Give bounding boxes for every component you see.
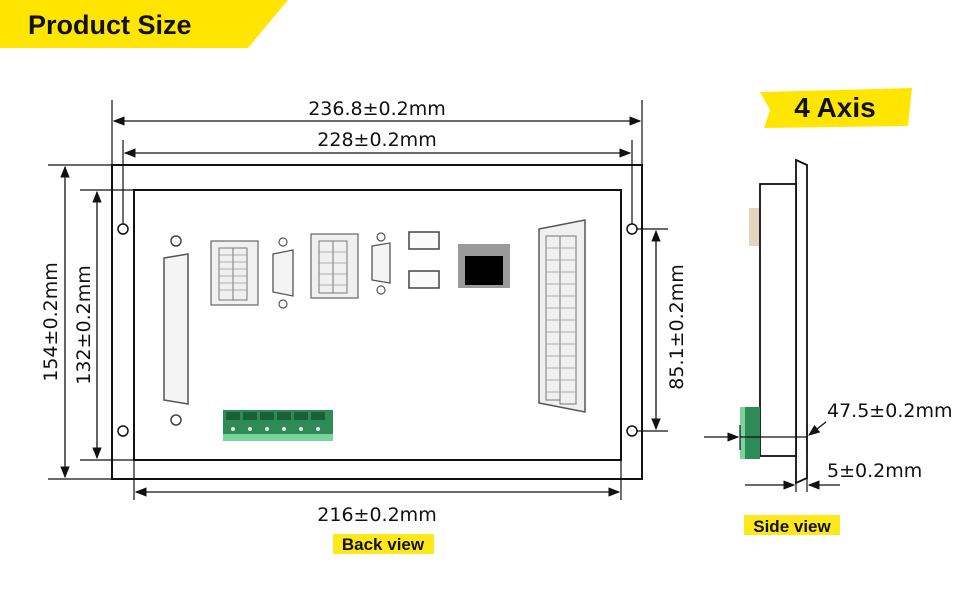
side-terminal-edge: [740, 407, 745, 459]
badge-label: 4 Axis: [794, 92, 875, 123]
switch-top: [408, 231, 440, 250]
db-connector-large: [163, 253, 189, 405]
side-view-caption: Side view: [753, 517, 831, 536]
mount-hole: [626, 425, 638, 437]
dim-bottom-width: 216±0.2mm: [317, 504, 436, 526]
ethernet-socket: [465, 256, 503, 285]
db-connector-small: [371, 242, 391, 284]
caption-highlight: [333, 534, 434, 554]
db-connector-small: [272, 249, 294, 297]
mount-hole: [626, 223, 638, 235]
connector-block-2: [310, 233, 359, 299]
dim-hole-spacing: 85.1±0.2mm: [666, 264, 688, 389]
front-bezel: [795, 158, 808, 485]
badge-highlight: [760, 88, 912, 128]
screw-hole: [170, 414, 182, 426]
connector-block-1: [210, 240, 259, 306]
screw-hole: [278, 237, 288, 247]
connector-large-right: [538, 219, 586, 413]
dim-outer-height: 154±0.2mm: [40, 262, 62, 381]
axis-badge: 4 Axis: [760, 88, 912, 128]
screw-hole: [376, 285, 386, 295]
switch-bottom: [408, 270, 440, 289]
page-title: Product Size: [28, 10, 192, 40]
mount-hole: [117, 425, 129, 437]
dim-arrow-right: [808, 421, 827, 436]
dim-inner-width: 228±0.2mm: [317, 129, 436, 151]
side-view: 47.5±0.2mm 5±0.2mm Side view: [704, 158, 952, 536]
side-body: [759, 183, 797, 457]
caption-highlight: [744, 515, 840, 535]
screw-hole: [170, 235, 182, 247]
dim-outer-width: 236.8±0.2mm: [308, 98, 446, 120]
back-view: 236.8±0.2mm 228±0.2mm 216±0.2mm 154±0.2m…: [40, 98, 688, 554]
dim-side-depth: 47.5±0.2mm: [827, 400, 952, 422]
screw-hole: [278, 299, 288, 309]
screw-hole: [376, 232, 386, 242]
dim-side-thickness: 5±0.2mm: [827, 460, 922, 482]
inner-body: [133, 189, 622, 461]
dim-inner-height: 132±0.2mm: [73, 265, 95, 384]
back-view-caption: Back view: [342, 535, 425, 554]
side-connector: [749, 208, 759, 246]
banner-shape: [0, 0, 288, 48]
outer-plate: [111, 164, 643, 480]
header-banner: Product Size: [0, 0, 288, 48]
terminal-block: [223, 410, 333, 441]
mount-hole: [117, 223, 129, 235]
